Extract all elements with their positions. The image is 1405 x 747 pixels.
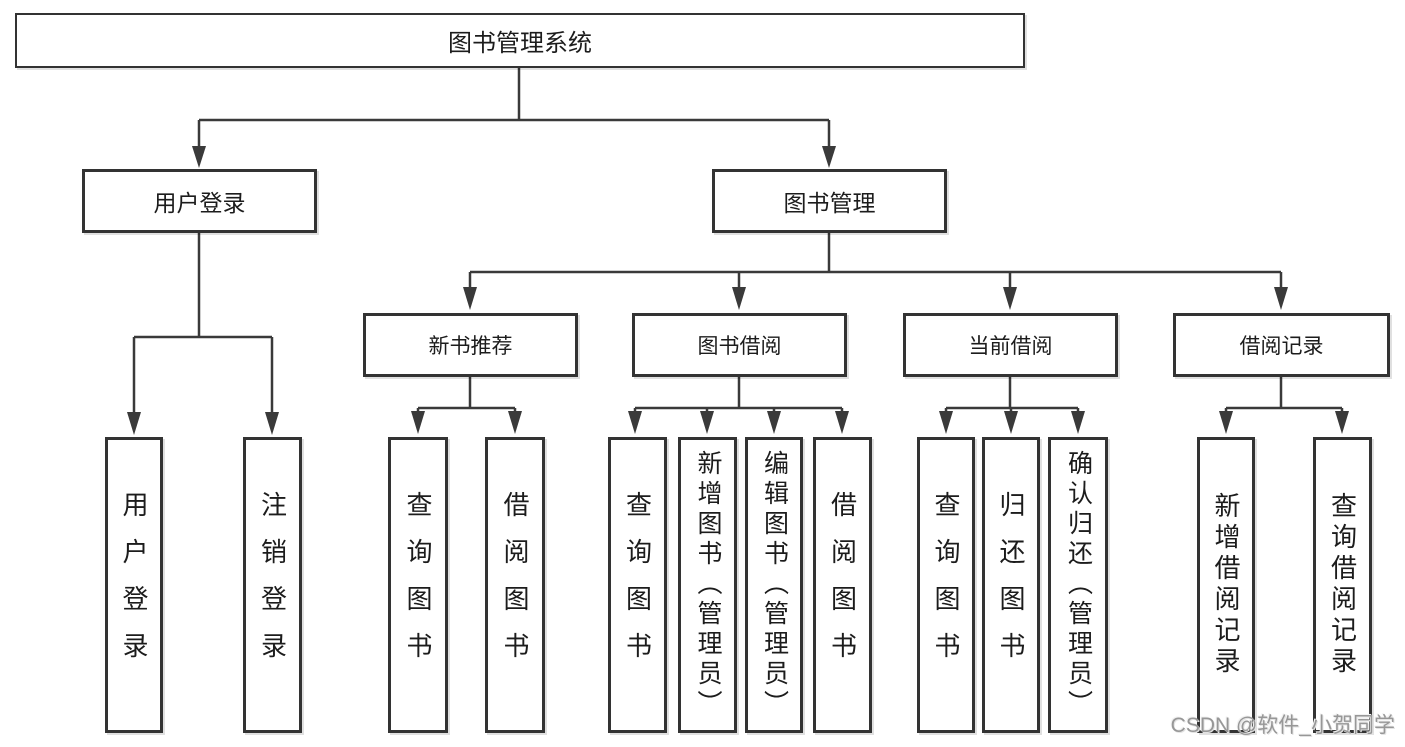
connector-paths — [132, 68, 1344, 413]
leaf-records-query-record: 查询借阅记录 — [1313, 437, 1372, 733]
node-book-management-label: 图书管理 — [783, 190, 876, 216]
leaf-borrow-borrow-books: 借阅图书 — [813, 437, 872, 733]
node-current-borrowing-label: 当前借阅 — [968, 335, 1053, 358]
node-book-borrowing-label: 图书借阅 — [697, 335, 782, 358]
leaf-records-query-record-label: 查询借阅记录 — [1327, 492, 1358, 678]
node-current-borrowing: 当前借阅 — [903, 313, 1118, 377]
leaf-recommend-borrow-books: 借阅图书 — [485, 437, 545, 733]
leaf-records-add-record: 新增借阅记录 — [1197, 437, 1255, 733]
leaf-borrow-edit-books: 编辑图书（管理员） — [745, 437, 803, 733]
node-new-book-recommend-label: 新书推荐 — [428, 335, 513, 358]
csdn-watermark: CSDN @软件_小贺同学 — [1170, 714, 1395, 737]
node-borrowing-records: 借阅记录 — [1173, 313, 1390, 377]
leaf-recommend-borrow-books-label: 借阅图书 — [500, 491, 530, 679]
leaf-records-add-record-label: 新增借阅记录 — [1211, 492, 1241, 678]
leaf-current-confirm-return-label: 确认归还（管理员） — [1064, 450, 1093, 720]
node-user-login: 用户登录 — [82, 169, 317, 233]
leaf-borrow-borrow-books-label: 借阅图书 — [827, 491, 858, 679]
leaf-user-login: 用户登录 — [105, 437, 163, 733]
node-borrowing-records-label: 借阅记录 — [1239, 335, 1324, 358]
node-user-login-label: 用户登录 — [153, 190, 246, 216]
leaf-logout: 注销登录 — [243, 437, 302, 733]
leaf-logout-label: 注销登录 — [257, 491, 288, 679]
leaf-user-login-label: 用户登录 — [119, 491, 149, 679]
connector-arrowheads — [127, 146, 1349, 435]
leaf-recommend-query-books-label: 查询图书 — [403, 491, 433, 679]
node-new-book-recommend: 新书推荐 — [363, 313, 578, 377]
leaf-current-query-books-label: 查询图书 — [931, 491, 961, 679]
leaf-current-confirm-return: 确认归还（管理员） — [1048, 437, 1108, 733]
leaf-current-return-books-label: 归还图书 — [996, 491, 1026, 679]
node-root: 图书管理系统 — [15, 13, 1025, 68]
node-root-label: 图书管理系统 — [448, 30, 592, 57]
leaf-borrow-query-books: 查询图书 — [608, 437, 667, 733]
leaf-current-return-books: 归还图书 — [982, 437, 1040, 733]
leaf-borrow-edit-books-label: 编辑图书（管理员） — [760, 450, 789, 720]
leaf-borrow-query-books-label: 查询图书 — [622, 491, 653, 679]
leaf-borrow-add-books-label: 新增图书（管理员） — [694, 450, 722, 720]
node-book-borrowing: 图书借阅 — [632, 313, 847, 377]
leaf-current-query-books: 查询图书 — [917, 437, 975, 733]
leaf-borrow-add-books: 新增图书（管理员） — [678, 437, 737, 733]
node-book-management: 图书管理 — [712, 169, 947, 233]
leaf-recommend-query-books: 查询图书 — [388, 437, 448, 733]
